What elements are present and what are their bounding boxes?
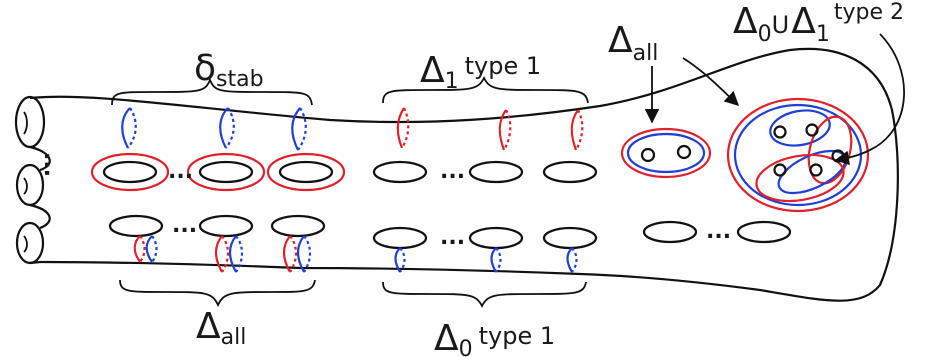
brace-delta-all-bottom — [119, 279, 316, 308]
row1-stab-ellipsis: ... — [168, 159, 193, 184]
brace-delta0-type1 — [382, 281, 587, 309]
plain-holes-group — [642, 220, 792, 244]
delta0-union-delta1-cluster — [726, 97, 870, 213]
hole — [372, 226, 428, 250]
puncture — [676, 144, 692, 160]
puncture — [773, 125, 787, 139]
brace-delta1-type1 — [382, 75, 589, 104]
row2-left-ellipsis: ... — [172, 213, 197, 238]
hole — [270, 214, 326, 238]
label-delta-stab: δstab — [194, 48, 264, 92]
hole — [542, 160, 598, 184]
hole — [108, 214, 164, 238]
delta0-type1-group — [372, 226, 598, 273]
puncture — [809, 163, 823, 177]
brace-stab — [111, 77, 313, 106]
row2-mid-ellipsis: ... — [440, 225, 465, 250]
hole — [198, 160, 254, 184]
surface-outline — [14, 47, 899, 302]
hole — [542, 226, 598, 250]
arrow-delta-all-right — [682, 57, 740, 106]
row2-right-ellipsis: ... — [706, 219, 731, 244]
hole — [468, 160, 524, 184]
arrow-type2 — [834, 33, 905, 165]
hole — [468, 226, 524, 250]
label-delta-all-bottom: Δall — [196, 306, 246, 350]
hole — [642, 220, 698, 244]
label-delta-all-top: Δall — [608, 20, 658, 66]
puncture — [640, 147, 656, 163]
left-ellipsis-dots: ... — [39, 152, 64, 177]
delta-all-punctures-group — [620, 127, 712, 179]
delta1-type1-group — [372, 107, 598, 184]
row1-delta1-ellipsis: ... — [440, 159, 465, 184]
delta-all-bottom-group — [108, 214, 326, 273]
label-delta1-type1: Δ1type 1 — [420, 50, 541, 94]
label-delta0-union-delta1-type2: Δ0UΔ1type 2 — [733, 0, 904, 47]
stab-group — [90, 107, 346, 192]
hole — [736, 220, 792, 244]
puncture — [773, 163, 787, 177]
hole — [372, 160, 428, 184]
puncture — [805, 123, 819, 137]
hole — [198, 214, 254, 238]
hole — [278, 160, 334, 184]
hole — [102, 160, 158, 184]
